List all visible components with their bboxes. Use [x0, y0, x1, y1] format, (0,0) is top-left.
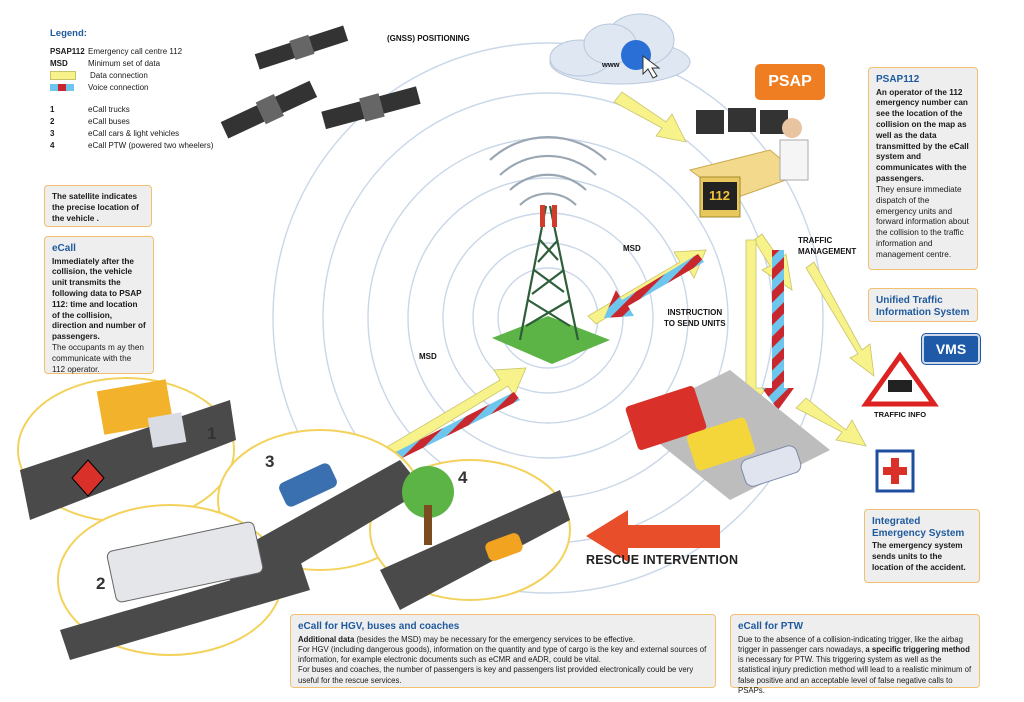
unified-traffic-box: Unified Traffic Information System — [868, 288, 978, 322]
cursor-icon — [642, 55, 661, 79]
rescue-intervention-label: RESCUE INTERVENTION — [586, 553, 739, 567]
satellite-icon — [321, 86, 421, 130]
police-car — [740, 445, 802, 487]
scene-number-3: 3 — [265, 452, 275, 471]
www-label: www — [602, 60, 620, 69]
ptw-info-box: eCall for PTW Due to the absence of a co… — [730, 614, 980, 695]
hazard-sign — [71, 459, 105, 497]
traffic-management-label: TRAFFIC MANAGEMENT — [798, 236, 857, 256]
signal-waves — [489, 136, 607, 206]
operator-icon — [782, 118, 802, 138]
rescue-arrow — [586, 510, 720, 562]
ecall-info-box: eCall Immediately after the collision, t… — [44, 236, 154, 374]
satellite-icon — [220, 80, 318, 139]
gnss-label: (GNSS) POSITIONING — [387, 34, 470, 43]
cloud — [549, 13, 691, 85]
unified-traffic-title: Unified Traffic Information System — [876, 295, 970, 318]
ptw-box-title: eCall for PTW — [738, 621, 804, 632]
scene-number-2: 2 — [96, 574, 106, 593]
traffic-info-label: TRAFFIC INFO — [874, 410, 927, 419]
hgv-box-title: eCall for HGV, buses and coaches — [298, 621, 460, 632]
ambulance — [686, 417, 756, 471]
psap-box-title: PSAP112 — [876, 74, 920, 85]
legend-title: Legend: — [50, 28, 87, 39]
integrated-emergency-box: Integrated Emergency System The emergenc… — [864, 509, 980, 583]
fire-truck — [625, 386, 707, 450]
satellite-icon — [254, 25, 349, 70]
ies-title: Integrated Emergency System — [872, 516, 965, 539]
data-connection-swatch — [50, 70, 76, 80]
motorbike — [485, 533, 523, 561]
scene-number-1: 1 — [207, 424, 217, 443]
msd-lower-label: MSD — [419, 352, 437, 361]
tower — [518, 205, 580, 341]
tower-base — [492, 316, 610, 364]
msd-upper-label: MSD — [623, 244, 641, 253]
legend-item: Data connection — [50, 69, 270, 81]
bus — [106, 521, 264, 603]
satellite-info-box: The satellite indicates the precise loca… — [44, 185, 152, 227]
tree — [402, 466, 454, 518]
psap-info-box: PSAP112 An operator of the 112 emergency… — [868, 67, 978, 270]
car — [279, 463, 337, 507]
legend-item: Voice connection — [50, 81, 270, 93]
hgv-info-box: eCall for HGV, buses and coaches Additio… — [290, 614, 716, 688]
voice-connection-swatch — [50, 83, 74, 91]
desk-112-label: 112 — [709, 188, 730, 203]
ecall-box-title: eCall — [52, 243, 76, 254]
instruction-label: INSTRUCTION TO SEND UNITS — [664, 308, 726, 328]
psap-badge: PSAP — [755, 64, 825, 100]
scene-number-4: 4 — [458, 468, 468, 487]
vms-sign: VMS — [922, 334, 980, 364]
